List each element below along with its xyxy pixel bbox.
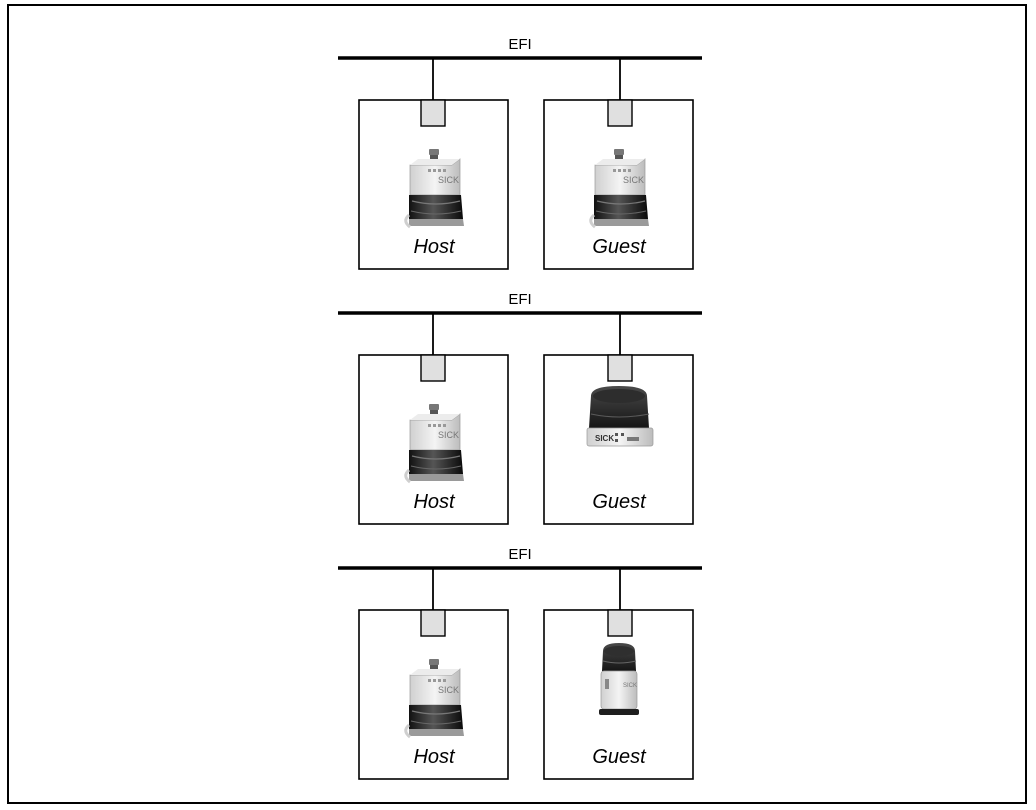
host-label: Host <box>413 236 456 258</box>
host-device: Host <box>358 58 509 270</box>
efi-connector-icon <box>420 99 446 127</box>
guest-label: Guest <box>592 236 647 258</box>
efi-row-2: EFI Host Guest <box>338 291 702 525</box>
efi-connector-icon <box>420 609 446 637</box>
host-device: Host <box>358 313 509 525</box>
host-label: Host <box>413 746 456 768</box>
efi-connector-icon <box>420 354 446 382</box>
efi-bus-label: EFI <box>508 36 531 53</box>
guest-device: Guest <box>543 568 694 780</box>
efi-connector-icon <box>607 99 633 127</box>
host-label: Host <box>413 491 456 513</box>
guest-device: Guest <box>543 313 694 525</box>
efi-connector-icon <box>607 354 633 382</box>
efi-row-1: EFI Host Guest <box>338 36 702 270</box>
efi-connector-icon <box>607 609 633 637</box>
host-device: Host <box>358 568 509 780</box>
diagram-frame <box>7 4 1027 804</box>
guest-label: Guest <box>592 491 647 513</box>
s300-mini-scanner-icon <box>598 642 640 716</box>
guest-device: Guest <box>543 58 694 270</box>
efi-row-3: EFI Host Guest <box>338 546 702 780</box>
guest-label: Guest <box>592 746 647 768</box>
efi-bus-label: EFI <box>508 291 531 308</box>
s300-scanner-icon <box>586 385 654 447</box>
efi-bus-label: EFI <box>508 546 531 563</box>
